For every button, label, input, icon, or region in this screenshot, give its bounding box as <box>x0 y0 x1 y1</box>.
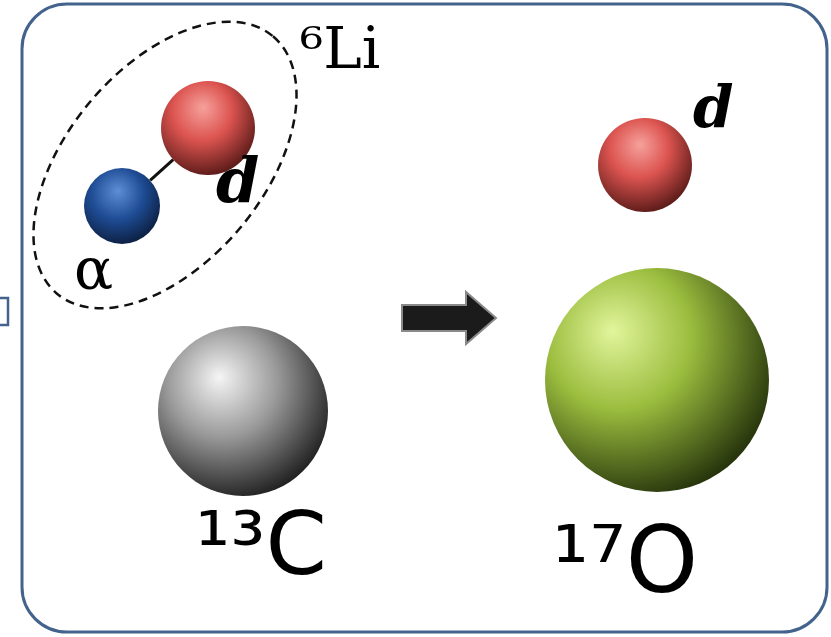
alpha-sphere-outline <box>84 168 160 244</box>
alpha-sphere <box>84 168 160 244</box>
molecule-outline-outline <box>0 0 348 357</box>
reaction-arrow <box>402 292 496 344</box>
deuteron-sphere-outline <box>598 118 692 212</box>
particle-label: ¹³C <box>195 500 327 588</box>
deuteron-sphere <box>598 118 692 212</box>
particle-node: d <box>598 118 692 212</box>
oxygen-sphere <box>545 268 769 492</box>
particle-node: d <box>161 81 255 175</box>
particle-label: d <box>216 150 259 212</box>
particle-label: ⁶Li <box>300 19 380 77</box>
particle-node: ¹⁷O <box>545 268 769 492</box>
particle-node: ¹³C <box>158 326 328 496</box>
bond-stroke <box>150 160 173 181</box>
particle-label: α <box>74 240 113 298</box>
oxygen-sphere-outline <box>545 268 769 492</box>
particle-label: ¹⁷O <box>552 515 698 607</box>
group-outline: ⁶Lidα <box>30 15 295 315</box>
panel-frame <box>22 4 827 632</box>
neighbour-panel-edge <box>0 298 8 325</box>
bond-line <box>150 160 173 181</box>
particle-label: d <box>693 78 734 136</box>
carbon-sphere-outline <box>158 326 328 496</box>
particle-node: α <box>84 168 160 244</box>
carbon-sphere <box>158 326 328 496</box>
